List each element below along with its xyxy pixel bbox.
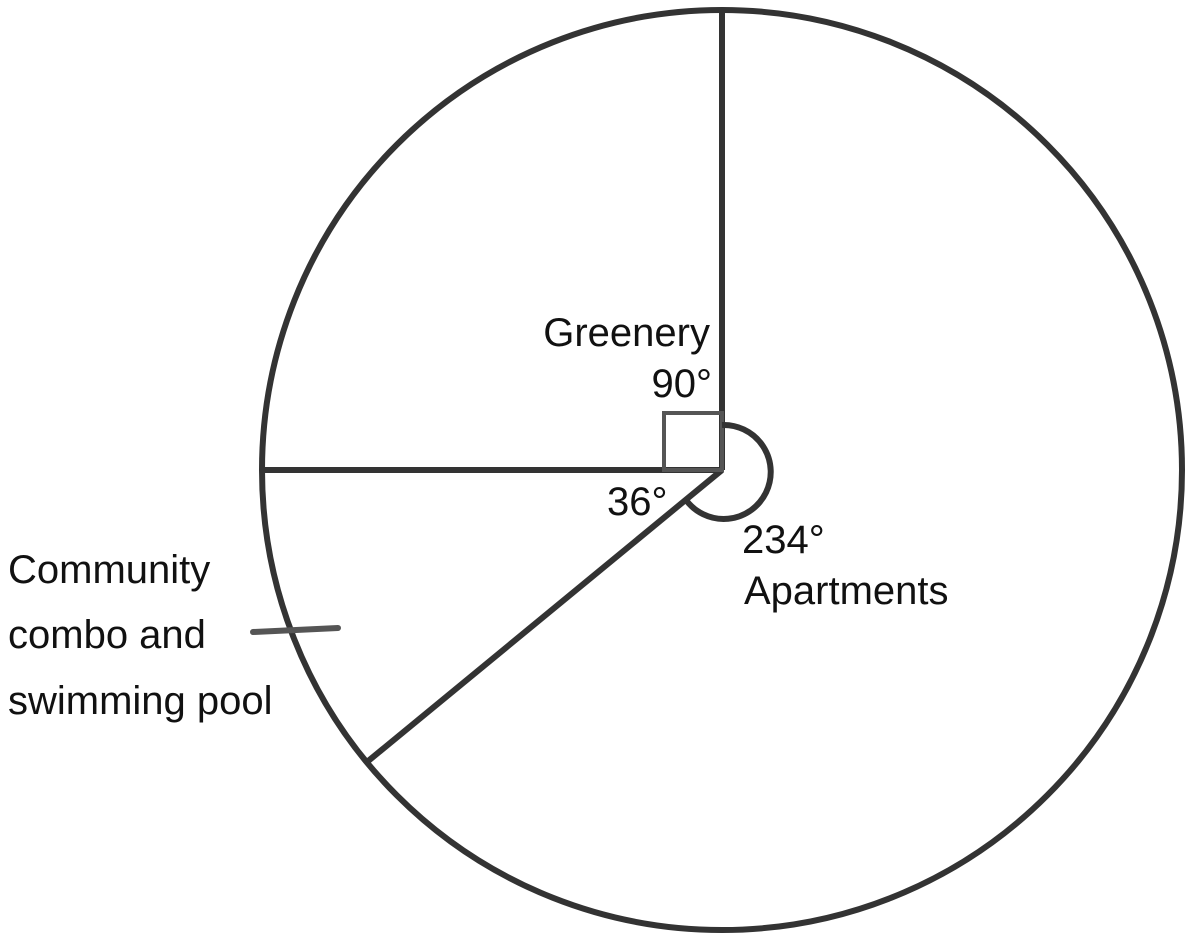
right-angle-marker bbox=[662, 411, 724, 472]
greenery-angle-label: 90° bbox=[652, 362, 713, 406]
radius-diagonal bbox=[365, 467, 724, 765]
apartments-angle-label: 234° bbox=[742, 518, 825, 562]
community-label-line2: combo and bbox=[8, 613, 206, 657]
community-leader-line bbox=[250, 625, 341, 635]
community-label-line3: swimming pool bbox=[8, 679, 273, 723]
greenery-label: Greenery bbox=[543, 311, 710, 355]
community-label-line1: Community bbox=[8, 548, 210, 592]
reflex-angle-arc bbox=[683, 421, 774, 522]
apartments-label: Apartments bbox=[744, 569, 949, 613]
community-angle-label: 36° bbox=[607, 480, 668, 524]
